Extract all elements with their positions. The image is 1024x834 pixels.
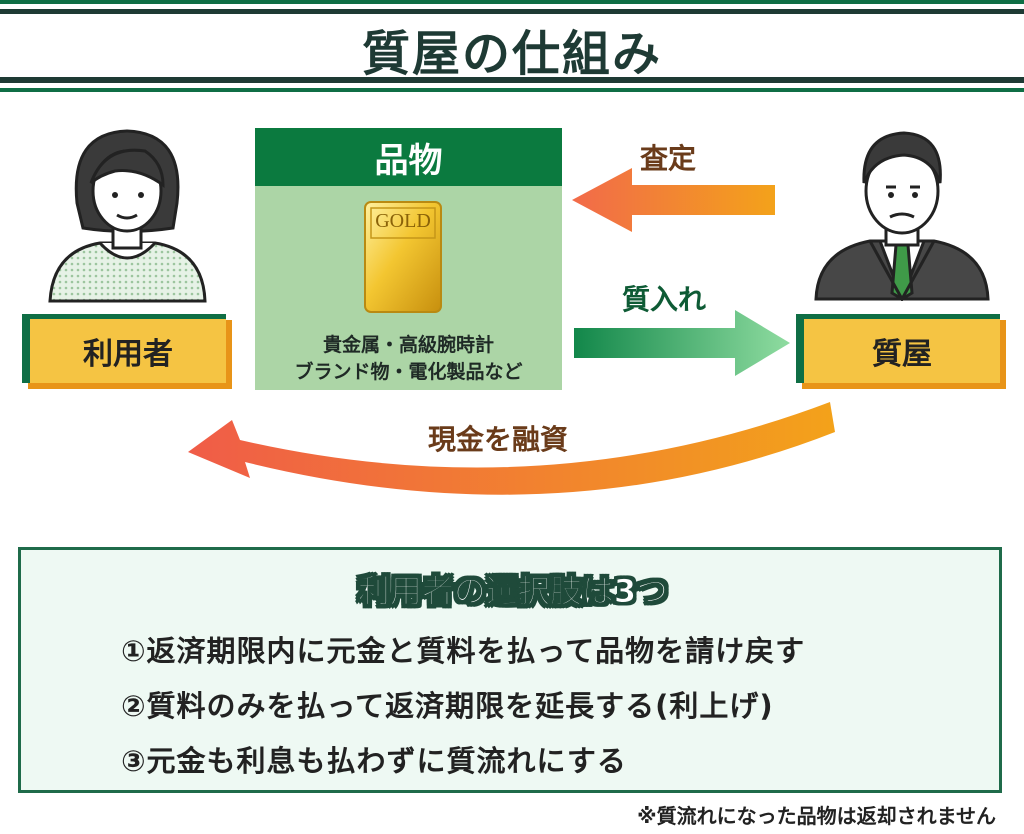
man-pawnbroker-icon	[814, 131, 990, 301]
options-title: 利用者の選択肢は3つ	[357, 572, 669, 611]
loan-arrow	[188, 402, 835, 495]
top-stripe-1	[0, 0, 1024, 4]
pawnshop-label: 質屋	[796, 314, 1000, 383]
appraisal-arrow	[572, 168, 775, 232]
option-2: ②質料のみを払って返済期限を延長する(利上げ)	[121, 689, 774, 723]
bottom-stripe-2	[0, 88, 1024, 92]
footnote: ※質流れになった品物は返却されません	[637, 804, 996, 828]
user-label: 利用者	[22, 314, 226, 383]
item-heading: 品物	[255, 128, 562, 186]
item-desc-line2: ブランド物・電化製品など	[294, 361, 523, 383]
gold-bar-icon	[364, 201, 442, 313]
options-panel: 利用者の選択肢は3つ ①返済期限内に元金と質料を払って品物を請け戻す ②質料のみ…	[18, 547, 1002, 793]
loan-label: 現金を融資	[428, 423, 569, 456]
option-1: ①返済期限内に元金と質料を払って品物を請け戻す	[121, 634, 806, 668]
pawn-arrow	[574, 310, 790, 376]
woman-user-icon	[48, 129, 207, 303]
option-3: ③元金も利息も払わずに質流れにする	[121, 744, 627, 778]
bottom-stripe-1	[0, 77, 1024, 83]
gold-bar-text: GOLD	[375, 210, 431, 232]
pawn-label: 質入れ	[622, 283, 707, 316]
item-box: 品物 GOLD 貴金属・高級腕時計 ブランド物・電化製品など	[255, 128, 562, 390]
page-title: 質屋の仕組み	[361, 26, 662, 82]
appraisal-label: 査定	[640, 142, 697, 175]
item-desc-line1: 貴金属・高級腕時計	[322, 334, 494, 356]
top-stripe-2	[0, 9, 1024, 14]
